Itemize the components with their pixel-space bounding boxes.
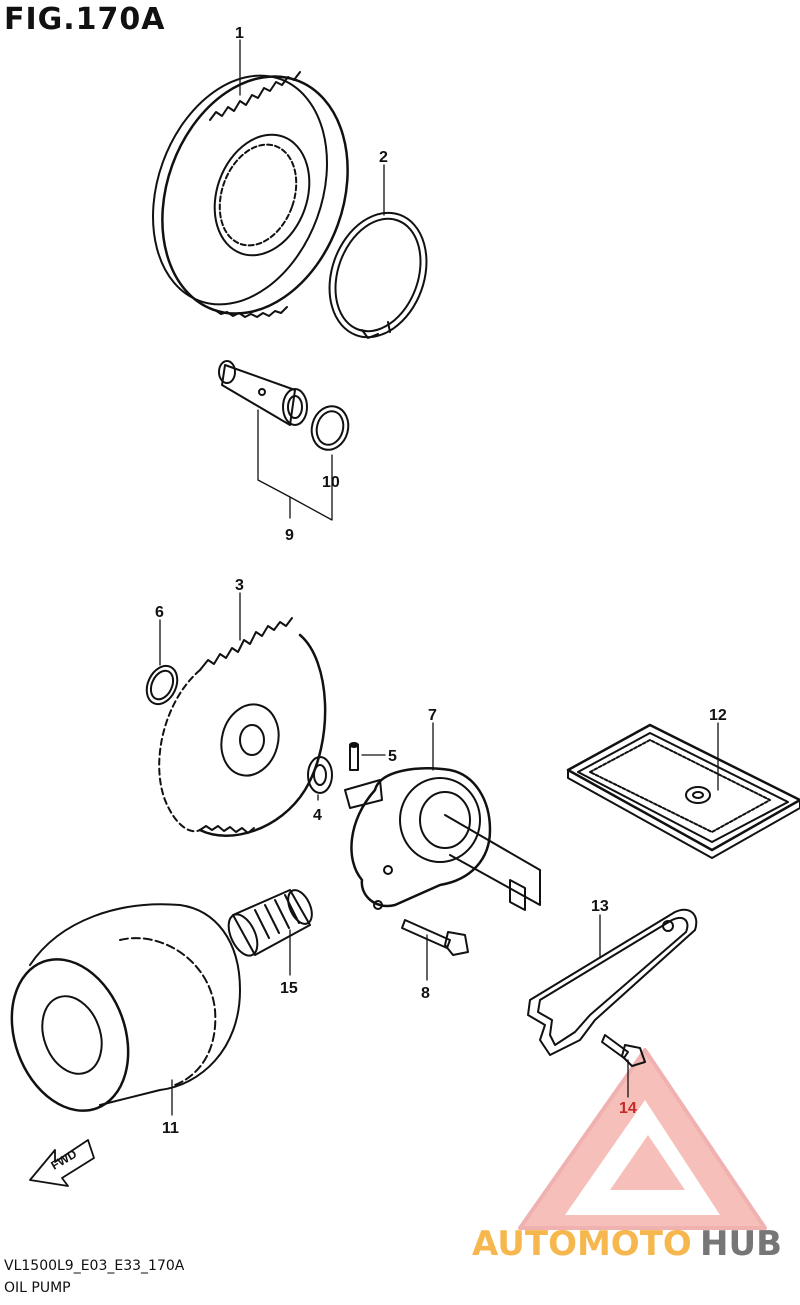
gasket	[527, 908, 698, 1056]
fwd-arrow-icon: FWD	[29, 1139, 95, 1187]
callout-1: 1	[235, 25, 244, 42]
callout-11: 11	[162, 1120, 179, 1137]
drive-gear	[152, 71, 349, 318]
driven-gear	[158, 617, 327, 837]
callout-7: 7	[428, 707, 437, 724]
circlip	[328, 211, 428, 339]
figure-code: VL1500L9_E03_E33_170A	[4, 1258, 185, 1274]
figure-caption: OIL PUMP	[4, 1280, 71, 1296]
callouts: 1 2 3 4 5 6 7 8 9 10 11 12 13 14 15	[155, 25, 727, 1137]
callout-6: 6	[155, 604, 164, 621]
callout-10: 10	[322, 474, 340, 491]
watermark-logo	[518, 1048, 767, 1230]
watermark-text: AUTOMOTO HUB	[472, 1224, 782, 1264]
oil-strainer	[566, 723, 800, 859]
oil-pump	[344, 766, 541, 911]
watermark-text-b: HUB	[700, 1224, 782, 1264]
callout-14: 14	[619, 1100, 637, 1117]
callout-5: 5	[388, 748, 397, 765]
bolt-8	[401, 919, 469, 956]
watermark-text-a: AUTOMOTO	[472, 1224, 692, 1264]
callout-9: 9	[285, 527, 294, 544]
small-circlip	[145, 664, 179, 706]
callout-13: 13	[591, 898, 609, 915]
leader-lines	[159, 39, 719, 1116]
bracket-9	[257, 409, 333, 521]
shaft	[218, 360, 308, 426]
callout-8: 8	[421, 985, 430, 1002]
dowel-pin	[349, 742, 359, 771]
callout-2: 2	[379, 149, 388, 166]
callout-12: 12	[709, 707, 727, 724]
figure-title: FIG.170A	[4, 2, 166, 37]
washer	[307, 756, 333, 794]
o-ring	[310, 405, 350, 451]
callout-3: 3	[235, 577, 244, 594]
pipe-nipple	[227, 889, 313, 957]
bolt-14	[601, 1034, 646, 1067]
callout-4: 4	[313, 807, 322, 824]
callout-15: 15	[280, 980, 298, 997]
oil-filter	[10, 903, 241, 1112]
